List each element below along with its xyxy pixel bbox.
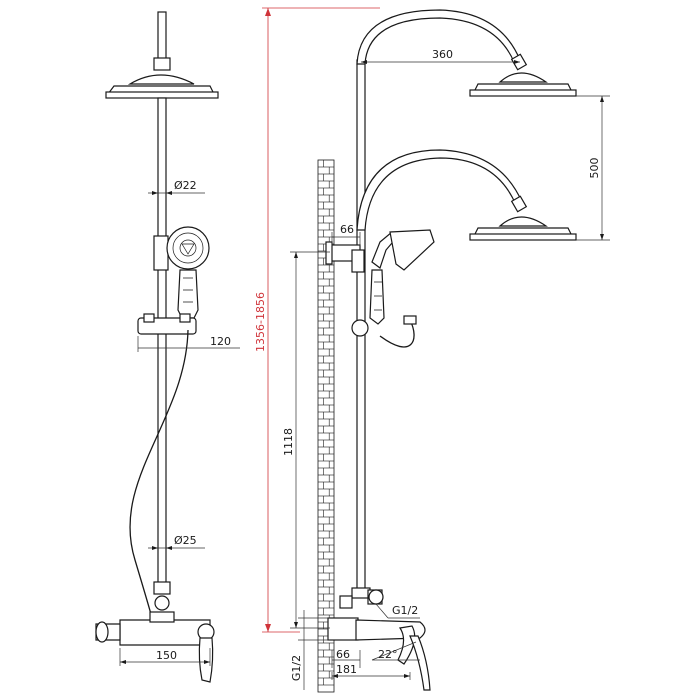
side-view: 1356-1856 bbox=[254, 7, 610, 693]
dim-slide-offset: 120 bbox=[137, 335, 240, 352]
side-upper-rain-head bbox=[469, 72, 577, 97]
label-total-height: 1356-1856 bbox=[254, 292, 267, 352]
front-slide-bracket bbox=[137, 313, 197, 335]
front-rain-head bbox=[105, 57, 219, 99]
front-riser-top bbox=[157, 11, 167, 63]
label-inlet-bottom: G1/2 bbox=[290, 655, 303, 681]
dim-inlet-top: G1/2 bbox=[375, 603, 420, 619]
dim-wall-offset-bottom: 66 bbox=[331, 648, 361, 668]
label-wall-offset-top: 66 bbox=[340, 223, 354, 236]
label-inlet-top: G1/2 bbox=[392, 604, 418, 617]
front-hand-shower bbox=[166, 226, 210, 319]
side-mixer bbox=[327, 587, 431, 691]
side-lower-rain-head bbox=[469, 216, 577, 241]
dim-riser-diameter: Ø22 bbox=[148, 179, 205, 195]
front-riser bbox=[157, 97, 167, 589]
front-lower-fitting bbox=[153, 581, 171, 595]
label-outlet-height: 1118 bbox=[282, 428, 295, 456]
brick-wall bbox=[317, 159, 335, 693]
dim-head-drop: 500 bbox=[576, 95, 610, 241]
label-slide-offset: 120 bbox=[210, 335, 231, 348]
front-hose bbox=[129, 329, 189, 619]
front-slide-collar bbox=[153, 235, 169, 271]
front-view: Ø22 120 Ø25 150 bbox=[95, 11, 240, 683]
side-hand-shower bbox=[369, 229, 435, 325]
front-mixer-body bbox=[95, 611, 215, 683]
side-lower-joint bbox=[510, 195, 528, 213]
label-spout-angle: 22° bbox=[378, 648, 398, 661]
side-lower-arm bbox=[356, 149, 523, 231]
dim-spout-angle: 22° bbox=[371, 641, 420, 661]
dim-outlet-height: 1118 bbox=[282, 251, 330, 629]
label-spout-length: 181 bbox=[336, 663, 357, 676]
side-wall-bracket-top bbox=[325, 241, 365, 273]
side-hose-clip bbox=[403, 315, 417, 325]
dim-mixer-width: 150 bbox=[119, 648, 211, 666]
dim-inlet-bottom: G1/2 bbox=[290, 610, 330, 690]
label-head-drop: 500 bbox=[588, 158, 601, 179]
dim-wall-offset-top: 66 bbox=[331, 223, 361, 246]
label-rain-head-arm: 360 bbox=[432, 48, 453, 61]
dim-rain-head-arm: 360 bbox=[361, 48, 520, 64]
side-slide-knob bbox=[351, 319, 369, 337]
dim-spout-length: 181 bbox=[331, 663, 411, 680]
dim-total-height: 1356-1856 bbox=[254, 7, 380, 633]
label-mixer-width: 150 bbox=[156, 649, 177, 662]
front-diverter-knob bbox=[154, 595, 170, 611]
label-lower-diameter: Ø25 bbox=[174, 534, 197, 547]
dim-lower-diameter: Ø25 bbox=[148, 534, 205, 550]
label-wall-offset-bottom: 66 bbox=[336, 648, 350, 661]
label-riser-diameter: Ø22 bbox=[174, 179, 197, 192]
side-hose bbox=[379, 319, 415, 348]
